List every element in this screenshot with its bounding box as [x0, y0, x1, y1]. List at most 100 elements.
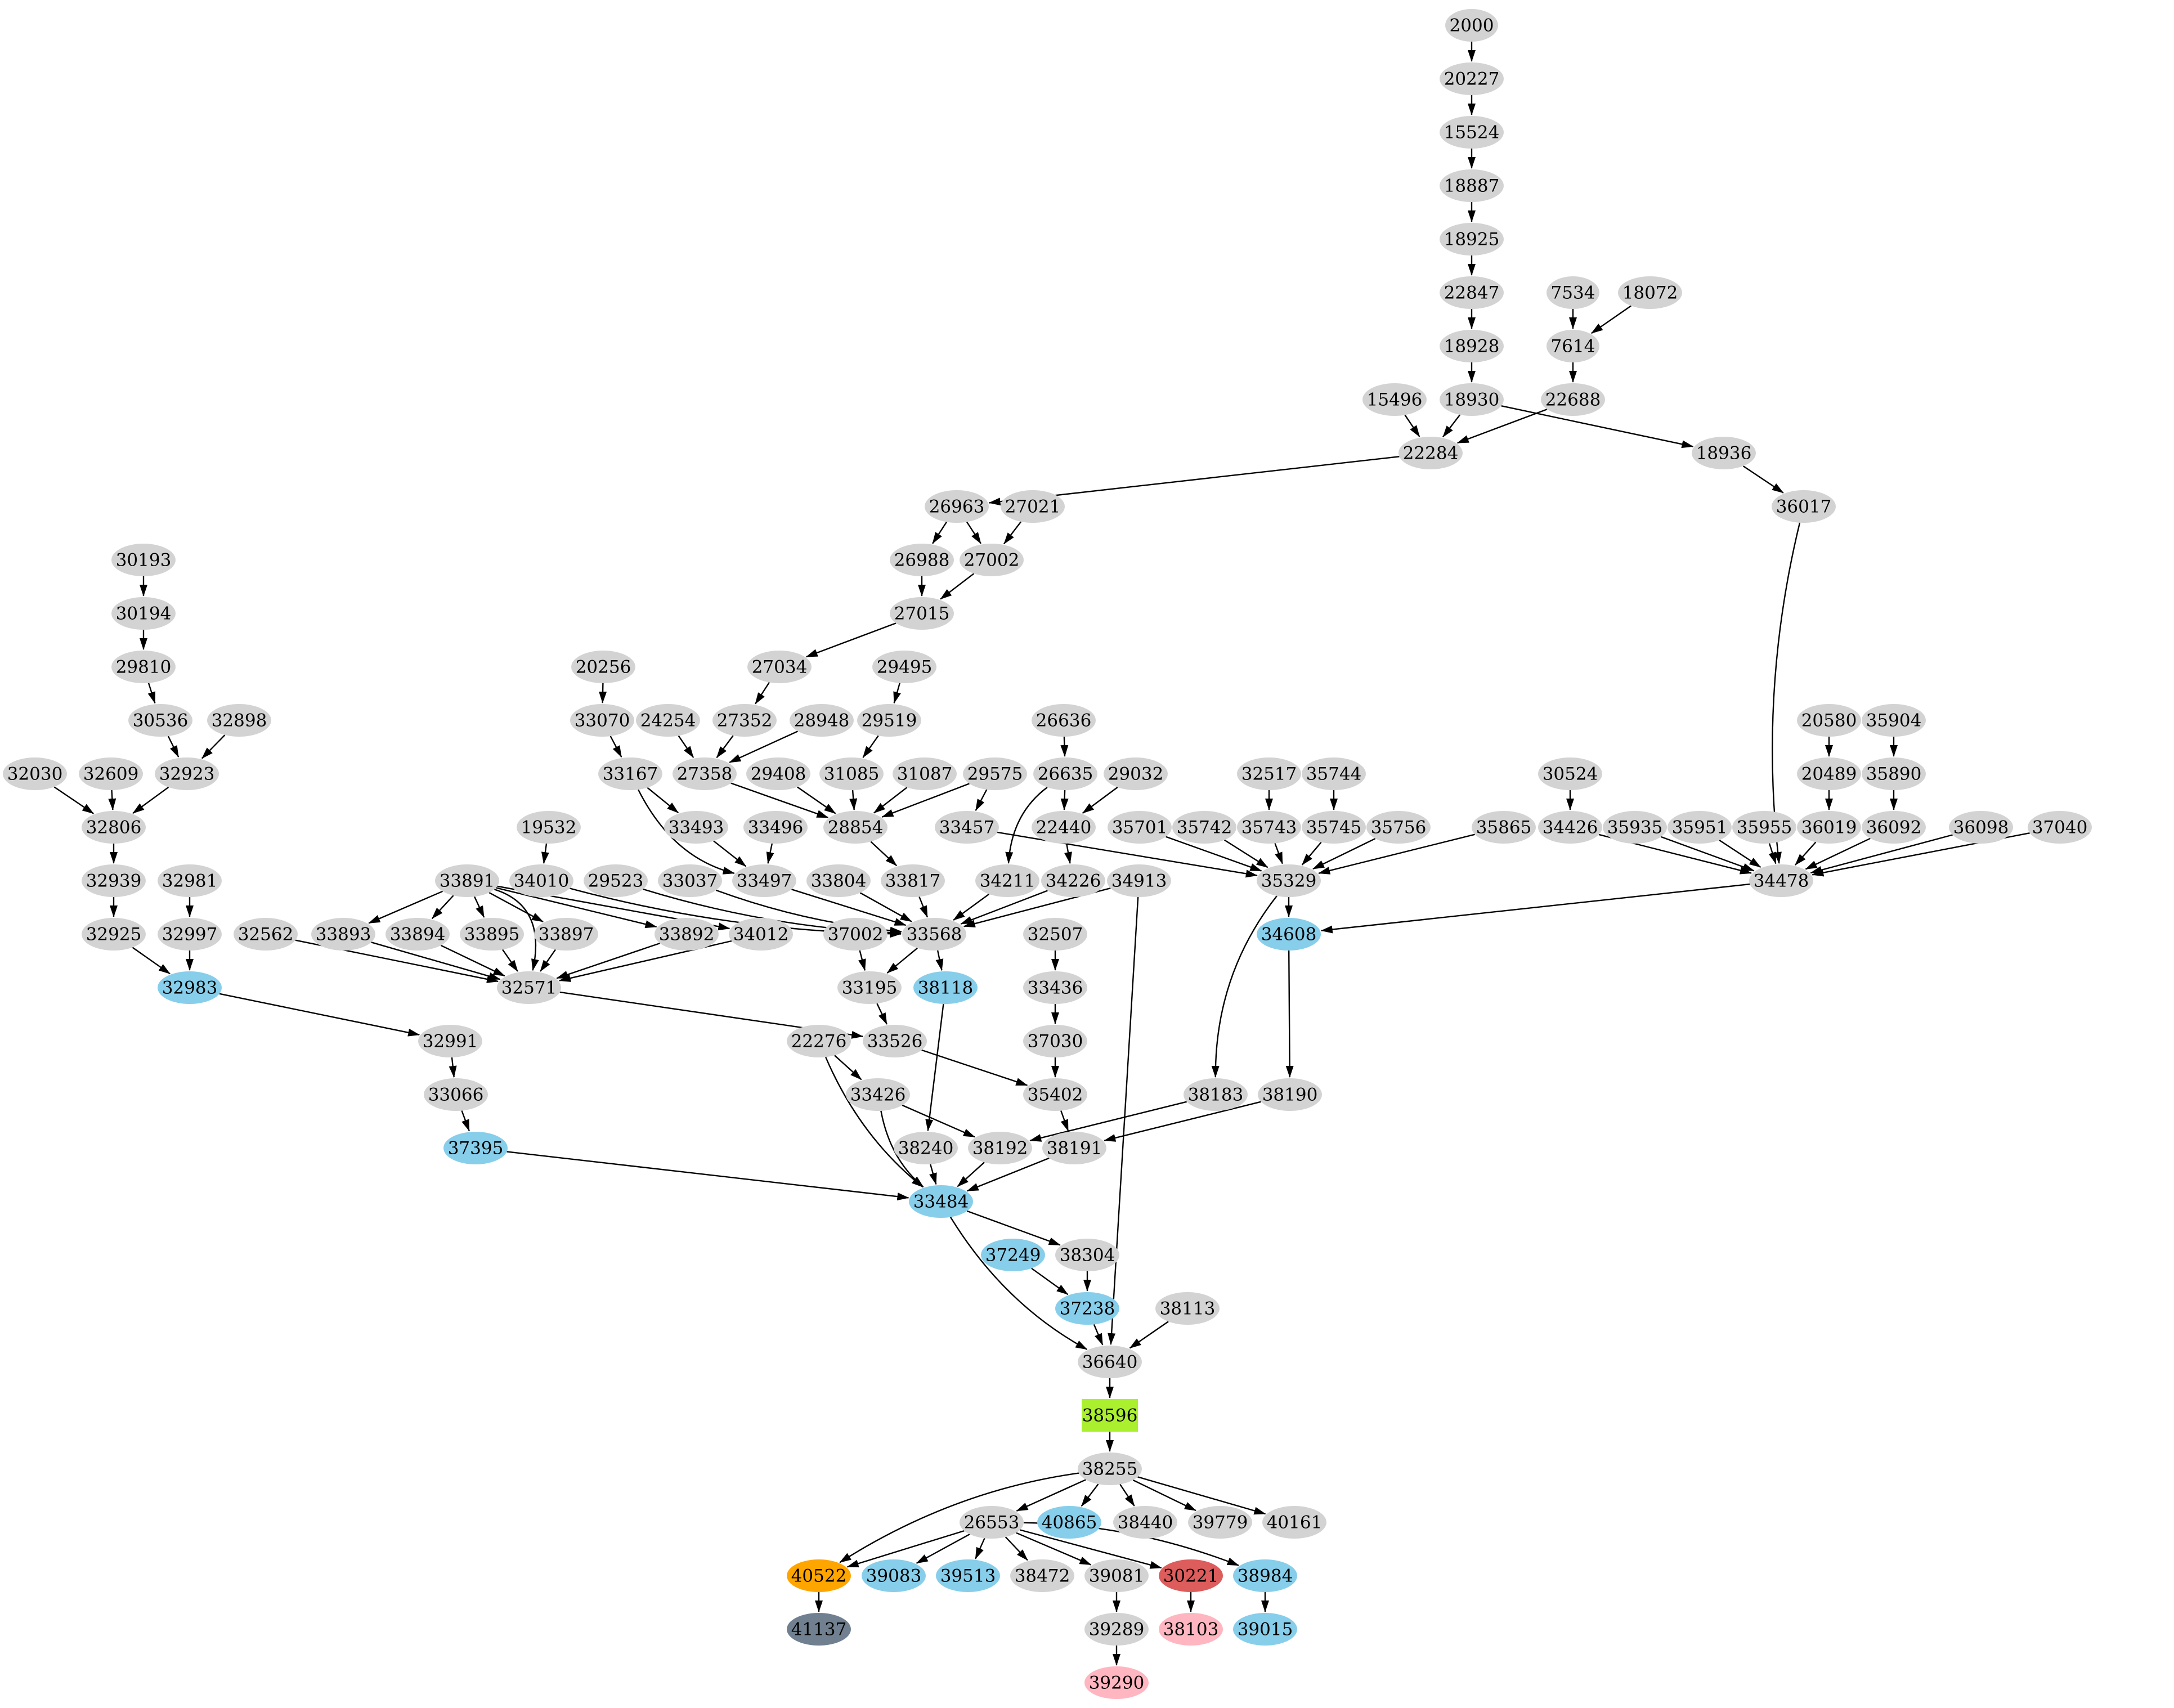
- node-ellipse-27015: [890, 597, 954, 630]
- node-label-32030: 32030: [7, 764, 63, 784]
- edge-33894-32571: [440, 944, 505, 977]
- edge-37249-37238: [1031, 1267, 1069, 1295]
- node-ellipse-29032: [1104, 757, 1168, 790]
- node-7534: 7534: [1547, 276, 1599, 309]
- edge-33895-32571: [502, 949, 518, 972]
- node-ellipse-20227: [1440, 62, 1504, 95]
- node-33493: 33493: [664, 811, 728, 844]
- node-ellipse-32517: [1237, 757, 1301, 790]
- node-label-35951: 35951: [1672, 818, 1728, 838]
- node-ellipse-34426: [1538, 811, 1602, 844]
- node-label-37040: 37040: [2032, 818, 2088, 838]
- node-label-26553: 26553: [964, 1513, 1020, 1533]
- node-label-35701: 35701: [1112, 818, 1168, 838]
- edge-28948-27358: [729, 730, 799, 763]
- node-label-27358: 27358: [677, 764, 733, 784]
- node-33897: 33897: [534, 918, 598, 951]
- node-35329: 35329: [1257, 864, 1321, 897]
- node-label-33497: 33497: [737, 871, 792, 891]
- node-label-38255: 38255: [1082, 1459, 1138, 1480]
- node-37040: 37040: [2028, 811, 2092, 844]
- node-35743: 35743: [1237, 811, 1301, 844]
- node-label-36640: 36640: [1082, 1352, 1138, 1373]
- node-ellipse-33895: [460, 918, 524, 951]
- node-ellipse-33070: [570, 704, 634, 737]
- node-label-35743: 35743: [1241, 818, 1297, 838]
- node-7614: 7614: [1547, 330, 1599, 362]
- node-ellipse-39289: [1084, 1613, 1149, 1646]
- node-ellipse-18072: [1618, 276, 1682, 309]
- edge-33891-33897: [488, 892, 544, 922]
- node-ellipse-22284: [1398, 437, 1463, 469]
- node-label-33167: 33167: [603, 764, 658, 784]
- edge-34211-33568: [953, 893, 990, 921]
- edge-33426-38192: [902, 1104, 975, 1138]
- node-label-37030: 37030: [1028, 1032, 1083, 1052]
- node-22440: 22440: [1032, 811, 1096, 844]
- node-label-31085: 31085: [824, 764, 880, 784]
- node-label-26963: 26963: [929, 497, 985, 517]
- edge-26963-27002: [966, 521, 981, 544]
- node-39779: 39779: [1188, 1506, 1252, 1539]
- node-label-18887: 18887: [1444, 176, 1500, 196]
- edge-38118-38240: [925, 1003, 944, 1132]
- edge-29032-22440: [1082, 786, 1118, 814]
- node-label-38103: 38103: [1163, 1620, 1219, 1640]
- node-ellipse-15496: [1362, 383, 1427, 416]
- node-ellipse-32609: [79, 757, 143, 790]
- node-label-38472: 38472: [1015, 1566, 1070, 1586]
- node-36640: 36640: [1078, 1346, 1142, 1378]
- node-ellipse-32571: [497, 971, 561, 1004]
- node-29519: 29519: [857, 704, 921, 737]
- node-label-35955: 35955: [1737, 818, 1792, 838]
- edge-33891-33893: [368, 890, 443, 924]
- node-33895: 33895: [460, 918, 524, 951]
- node-32898: 32898: [207, 704, 271, 737]
- node-label-32609: 32609: [83, 764, 139, 784]
- node-label-36019: 36019: [1801, 818, 1857, 838]
- node-ellipse-33568: [902, 918, 966, 951]
- edge-15496-22284: [1404, 414, 1420, 437]
- node-ellipse-39779: [1188, 1506, 1252, 1539]
- node-38240: 38240: [894, 1132, 958, 1164]
- node-ellipse-28948: [790, 704, 854, 737]
- node-label-30194: 30194: [116, 604, 172, 624]
- node-label-35935: 35935: [1607, 818, 1663, 838]
- node-ellipse-38472: [1010, 1559, 1074, 1592]
- node-33457: 33457: [935, 811, 999, 844]
- node-33804: 33804: [806, 864, 871, 897]
- node-label-27021: 27021: [1005, 497, 1061, 517]
- node-ellipse-33526: [863, 1025, 927, 1057]
- node-33894: 33894: [386, 918, 450, 951]
- node-35951: 35951: [1668, 811, 1732, 844]
- node-label-34226: 34226: [1046, 871, 1101, 891]
- node-40161: 40161: [1262, 1506, 1326, 1539]
- node-ellipse-33457: [935, 811, 999, 844]
- node-35904: 35904: [1862, 704, 1926, 737]
- node-38192: 38192: [968, 1132, 1032, 1164]
- node-label-29810: 29810: [116, 657, 172, 678]
- node-33070: 33070: [570, 704, 634, 737]
- node-label-37238: 37238: [1060, 1299, 1115, 1319]
- node-ellipse-32030: [3, 757, 67, 790]
- node-27002: 27002: [960, 544, 1024, 576]
- edge-29575-33457: [975, 789, 988, 812]
- node-39289: 39289: [1084, 1613, 1149, 1646]
- node-ellipse-32562: [234, 918, 298, 951]
- edge-35935-34478: [1660, 836, 1755, 872]
- node-ellipse-19532: [517, 811, 581, 844]
- edge-38255-39779: [1132, 1479, 1196, 1512]
- edge-29408-28854: [797, 786, 836, 814]
- node-ellipse-30194: [111, 597, 176, 630]
- node-33891: 33891: [435, 864, 499, 897]
- edge-34478-34608: [1320, 883, 1750, 934]
- node-41137: 41137: [787, 1613, 851, 1646]
- node-label-27015: 27015: [894, 604, 950, 624]
- node-label-38183: 38183: [1188, 1085, 1244, 1105]
- edge-34608-38190: [1285, 950, 1294, 1078]
- node-33436: 33436: [1023, 971, 1087, 1004]
- node-label-38240: 38240: [898, 1138, 954, 1159]
- edge-32923-32806: [132, 786, 169, 814]
- edge-33891-33892: [496, 887, 657, 929]
- node-ellipse-33804: [806, 864, 871, 897]
